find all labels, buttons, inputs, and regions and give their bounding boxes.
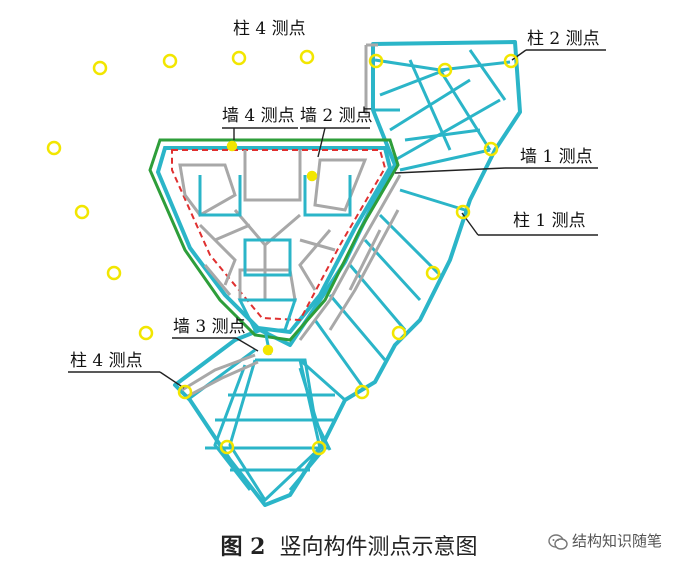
measurement-marker [483, 141, 499, 157]
measurement-marker [92, 60, 108, 76]
watermark-text: 结构知识随笔 [572, 532, 663, 550]
measurement-marker [368, 53, 384, 69]
figure-number: 图 2 [220, 534, 266, 560]
measurement-marker [503, 53, 519, 69]
measurement-marker [299, 49, 315, 65]
measurement-marker [311, 440, 327, 456]
wechat-icon [548, 533, 568, 550]
measurement-marker [354, 384, 370, 400]
label-column4-left: 柱 4 测点 [70, 351, 143, 371]
measurement-marker [219, 439, 235, 455]
left-wing-walls [148, 138, 400, 342]
figure-title: 竖向构件测点示意图 [279, 535, 478, 560]
label-wall3: 墙 3 测点 [173, 317, 246, 337]
measurement-markers [46, 49, 519, 456]
measurement-marker [177, 384, 193, 400]
measurement-marker [306, 170, 318, 182]
watermark: 结构知识随笔 [548, 531, 662, 551]
measurement-marker [231, 50, 247, 66]
measurement-marker [455, 204, 471, 220]
measurement-marker [162, 53, 178, 69]
measurement-marker [46, 140, 62, 156]
label-wall4: 墙 4 测点 [222, 106, 295, 126]
measurement-marker [74, 204, 90, 220]
label-wall1: 墙 1 测点 [520, 147, 593, 167]
lower-left-grey [181, 353, 259, 398]
left-wing-cyan-inner [198, 175, 352, 356]
measurement-marker [226, 140, 238, 152]
label-column1: 柱 1 测点 [513, 211, 586, 231]
measurement-marker [106, 265, 122, 281]
measurement-marker [138, 325, 154, 341]
label-column2: 柱 2 测点 [527, 29, 600, 49]
measurement-marker [425, 265, 441, 281]
right-wing-ribs [313, 49, 511, 391]
label-wall2: 墙 2 测点 [300, 106, 373, 126]
measurement-marker [437, 62, 453, 78]
label-column4-top: 柱 4 测点 [233, 19, 306, 39]
figure-caption: 图 2 竖向构件测点示意图 [0, 533, 698, 562]
measurement-marker [262, 344, 274, 356]
upper-right-grey [298, 43, 402, 341]
measurement-marker [391, 325, 407, 341]
